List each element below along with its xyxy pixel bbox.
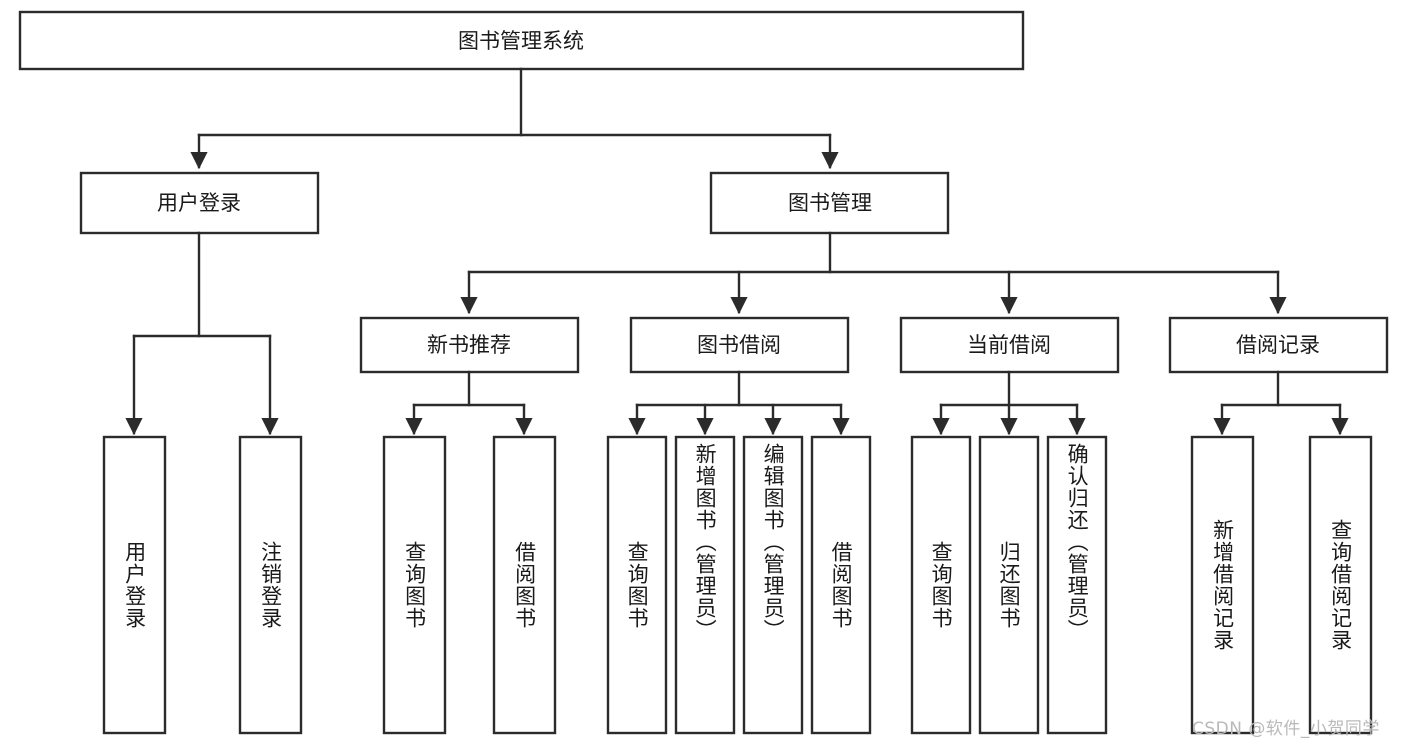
leaf-box-cb-return-book[interactable] [978, 435, 1040, 735]
leaf-box-user-login[interactable] [102, 435, 167, 735]
node-book-borrow-label: 图书借阅 [697, 333, 781, 357]
leaf-box-cb-query-book[interactable] [910, 435, 972, 735]
leaf-box-br-add-record[interactable] [1190, 435, 1255, 735]
leaf-box-logout[interactable] [238, 435, 303, 735]
csdn-watermark: CSDN @软件_小贺同学 [1192, 719, 1380, 739]
node-new-book-rec-box[interactable] [359, 316, 580, 374]
node-book-manage-box[interactable] [709, 171, 950, 235]
leaf-box-br-query-record[interactable] [1308, 435, 1373, 735]
node-borrow-record-label: 借阅记录 [1236, 333, 1320, 357]
leaf-box-bb-add-book[interactable] [674, 435, 736, 735]
node-book-borrow-box[interactable] [629, 316, 850, 374]
leaf-box-bb-query-book[interactable] [606, 435, 668, 735]
node-root-label: 图书管理系统 [458, 29, 584, 53]
node-book-manage-label: 图书管理 [788, 191, 872, 215]
node-current-borrow-label: 当前借阅 [967, 333, 1051, 357]
leaf-box-cb-confirm-return[interactable] [1046, 435, 1108, 735]
leaf-box-nbr-query-book[interactable] [382, 435, 447, 735]
node-root-box[interactable] [18, 10, 1025, 71]
node-borrow-record-box[interactable] [1168, 316, 1389, 374]
leaf-box-nbr-borrow-book[interactable] [492, 435, 557, 735]
node-new-book-rec-label: 新书推荐 [427, 333, 511, 357]
leaf-box-bb-borrow-book[interactable] [810, 435, 872, 735]
node-current-borrow-box[interactable] [899, 316, 1120, 374]
node-user-login-label: 用户登录 [157, 191, 241, 215]
leaf-box-bb-edit-book[interactable] [742, 435, 804, 735]
